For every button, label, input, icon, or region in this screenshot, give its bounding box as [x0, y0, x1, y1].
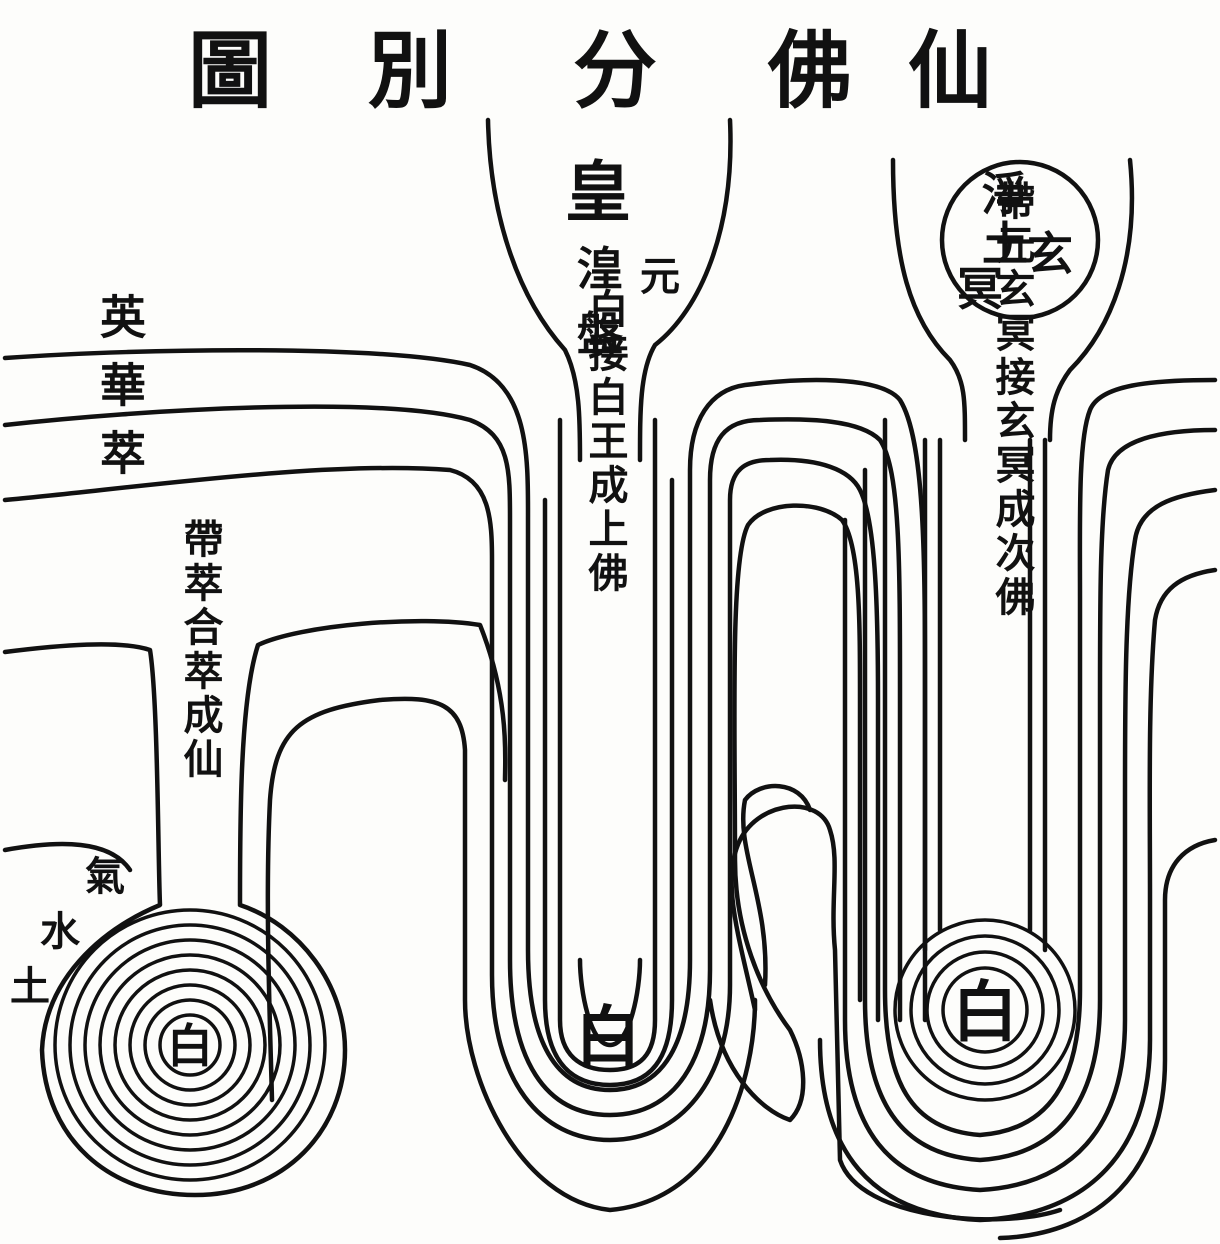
center-column-label: 白接白王成上佛 [582, 288, 630, 596]
left-top-text: 英華萃 [93, 293, 147, 497]
title-char-3: 分 [573, 21, 657, 120]
circle-char-2: 土 [982, 217, 1028, 271]
title-char-5: 圖 [188, 21, 272, 120]
title-char-2: 佛 [767, 21, 852, 120]
center-u-rings [542, 417, 675, 1088]
center-line-char-2: 盤 [577, 307, 623, 361]
center-big-char: 皇 [565, 153, 631, 231]
left-side-char-3: 土 [10, 963, 50, 1010]
center-line-char-1: 湟 [577, 242, 623, 296]
flow-lines-right [817, 377, 1218, 1241]
left-column-text: 帶萃合萃成仙 白 [167, 518, 224, 1073]
circle-char-4: 冥 [957, 262, 1003, 316]
right-column-text: 帶元玄冥接玄冥成次佛 白 [952, 180, 1037, 1051]
left-column-label: 帶萃合萃成仙 [177, 518, 224, 782]
right-core-rings [893, 437, 1077, 1102]
left-core-char: 白 [167, 1019, 213, 1073]
circle-char-1: 淨 [982, 167, 1028, 221]
left-side-char-2: 水 [40, 908, 81, 955]
right-stem [890, 157, 1135, 443]
center-tongues [265, 503, 1063, 1222]
left-top-label: 英華萃 [93, 293, 147, 497]
left-side-text: 氣 水 土 [10, 853, 125, 1010]
center-stem [485, 117, 733, 463]
center-side-char: 元 [640, 253, 680, 300]
diagram-title: 仙 佛 分 別 圖 [188, 21, 992, 120]
left-stem [2, 618, 508, 1198]
flow-lines-left [2, 347, 928, 1143]
right-core-char: 白 [952, 973, 1018, 1051]
left-core-rings [53, 908, 327, 1182]
title-char-4: 別 [368, 21, 452, 120]
center-core-char: 白 [575, 998, 641, 1076]
circle-char-3: 玄 [1027, 227, 1073, 281]
title-char-1: 仙 [908, 21, 992, 120]
right-column-label: 帶元玄冥接玄冥成次佛 [989, 180, 1037, 620]
right-circle-text: 淨 土 玄 冥 [957, 167, 1073, 316]
left-side-char-1: 氣 [85, 853, 125, 900]
center-column-text: 皇 元 湟 盤 白接白王成上佛 白 [565, 153, 680, 1076]
pure-land-circle [939, 159, 1101, 321]
